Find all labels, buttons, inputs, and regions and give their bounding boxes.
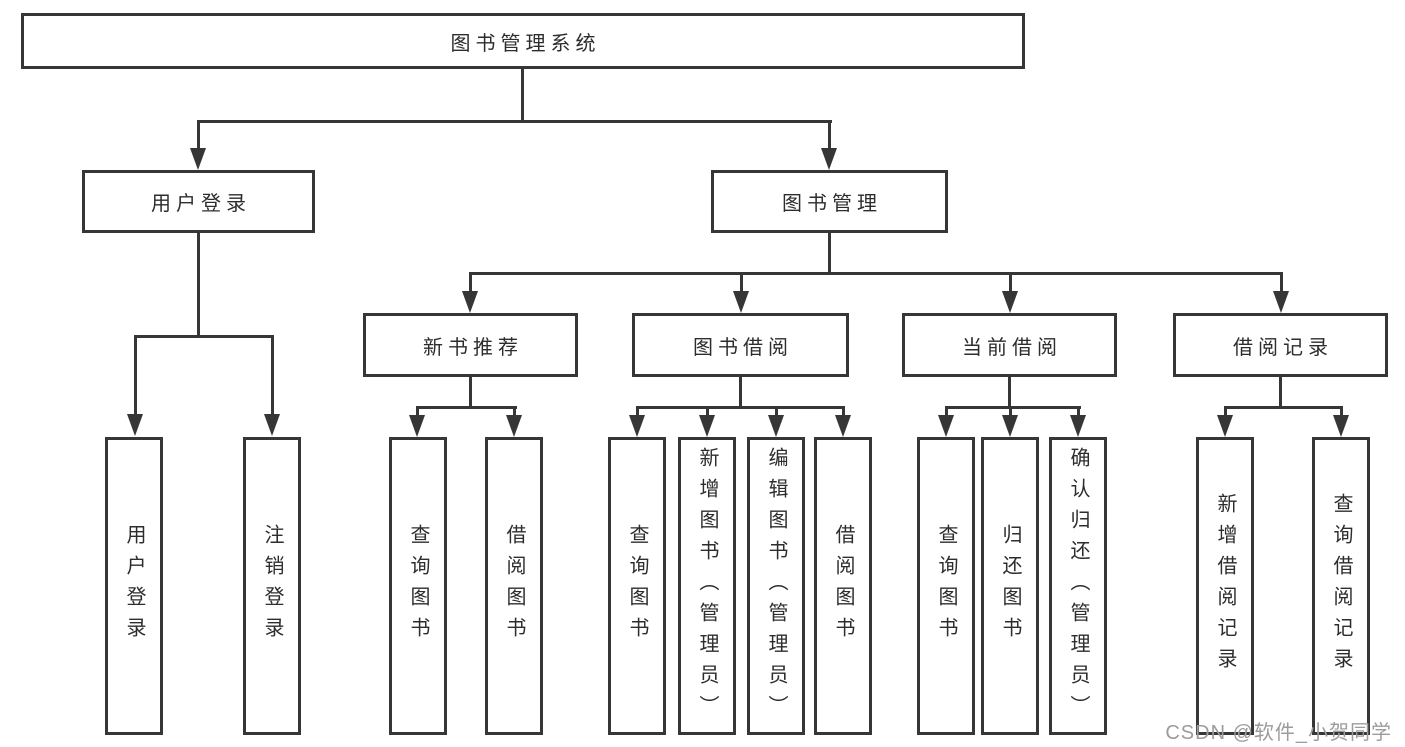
connector-drop-query-books-recommend	[416, 406, 419, 418]
connector-root-bar	[197, 120, 832, 123]
connector-drop-query-books-borrow	[636, 406, 639, 418]
connector-borrow-records-stem	[1279, 377, 1282, 409]
connector-drop-add-books	[706, 406, 709, 418]
connector-new-book-bar	[416, 406, 517, 409]
arrowhead-borrow-books-icon	[835, 415, 851, 437]
leaf-query-books-borrow-label: 查询图书	[626, 524, 648, 648]
node-current-borrow-label: 当前借阅	[962, 336, 1062, 359]
connector-drop-user-login	[197, 120, 200, 150]
connector-drop-borrow-books	[842, 406, 845, 418]
leaf-add-books-admin-label: 新增图书（管理员）	[696, 446, 718, 726]
leaf-borrow-books-recommend: 借阅图书	[485, 437, 543, 735]
arrowhead-leaf-logout-icon	[264, 414, 280, 436]
leaf-edit-books-admin-label: 编辑图书（管理员）	[765, 446, 787, 726]
connector-book-borrow-bar	[636, 406, 845, 409]
leaf-confirm-return-admin-label: 确认归还（管理员）	[1067, 446, 1089, 726]
connector-drop-leaf-user-login	[134, 335, 137, 417]
connector-root-stem	[521, 69, 524, 122]
arrowhead-query-borrow-record-icon	[1333, 415, 1349, 437]
leaf-add-books-admin: 新增图书（管理员）	[678, 437, 736, 735]
leaf-query-books-recommend: 查询图书	[389, 437, 447, 735]
connector-new-book-stem	[469, 377, 472, 409]
leaf-borrow-books-recommend-label: 借阅图书	[503, 524, 525, 648]
connector-current-borrow-bar	[945, 406, 1081, 409]
connector-drop-book-management	[828, 120, 831, 150]
connector-book-management-stem	[828, 233, 831, 275]
leaf-logout: 注销登录	[243, 437, 301, 735]
arrowhead-book-borrow-icon	[733, 291, 749, 313]
node-borrow-records-label: 借阅记录	[1233, 336, 1333, 359]
connector-drop-borrow-records	[1280, 272, 1283, 294]
watermark: CSDN @软件_小贺同学	[1165, 722, 1392, 744]
leaf-edit-books-admin: 编辑图书（管理员）	[747, 437, 805, 735]
arrowhead-query-books-borrow-icon	[629, 415, 645, 437]
connector-drop-current-borrow	[1009, 272, 1012, 294]
leaf-user-login-label: 用户登录	[123, 524, 145, 648]
connector-book-borrow-stem	[739, 377, 742, 409]
node-current-borrow: 当前借阅	[902, 313, 1117, 377]
arrowhead-confirm-return-icon	[1070, 415, 1086, 437]
leaf-return-books: 归还图书	[981, 437, 1039, 735]
leaf-borrow-books-label: 借阅图书	[832, 524, 854, 648]
leaf-query-books-borrow: 查询图书	[608, 437, 666, 735]
arrowhead-add-borrow-record-icon	[1217, 415, 1233, 437]
node-user-login-label: 用户登录	[151, 193, 251, 215]
node-root: 图书管理系统	[21, 13, 1025, 69]
arrowhead-return-books-icon	[1002, 415, 1018, 437]
leaf-query-borrow-record: 查询借阅记录	[1312, 437, 1370, 735]
arrowhead-book-management-icon	[821, 148, 837, 170]
leaf-confirm-return-admin: 确认归还（管理员）	[1049, 437, 1107, 735]
arrowhead-add-books-icon	[699, 415, 715, 437]
arrowhead-new-book-recommend-icon	[462, 291, 478, 313]
arrowhead-query-books-recommend-icon	[409, 415, 425, 437]
arrowhead-edit-books-icon	[768, 415, 784, 437]
leaf-add-borrow-record: 新增借阅记录	[1196, 437, 1254, 735]
connector-borrow-records-bar	[1224, 406, 1343, 409]
leaf-query-books-current-label: 查询图书	[935, 524, 957, 648]
node-book-management: 图书管理	[711, 170, 948, 233]
leaf-logout-label: 注销登录	[261, 524, 283, 648]
leaf-return-books-label: 归还图书	[999, 524, 1021, 648]
leaf-add-borrow-record-label: 新增借阅记录	[1214, 493, 1236, 679]
connector-drop-add-borrow-record	[1224, 406, 1227, 418]
connector-drop-book-borrow	[740, 272, 743, 294]
leaf-query-borrow-record-label: 查询借阅记录	[1330, 493, 1352, 679]
leaf-user-login: 用户登录	[105, 437, 163, 735]
arrowhead-leaf-user-login-icon	[127, 414, 143, 436]
connector-drop-new-book-recommend	[469, 272, 472, 294]
connector-drop-edit-books	[775, 406, 778, 418]
connector-drop-query-books-current	[945, 406, 948, 418]
connector-current-borrow-stem	[1008, 377, 1011, 409]
node-new-book-recommend-label: 新书推荐	[423, 336, 523, 359]
leaf-query-books-recommend-label: 查询图书	[407, 524, 429, 648]
arrowhead-query-books-current-icon	[938, 415, 954, 437]
node-new-book-recommend: 新书推荐	[363, 313, 578, 377]
arrowhead-borrow-books-recommend-icon	[506, 415, 522, 437]
connector-drop-return-books	[1009, 406, 1012, 418]
connector-drop-leaf-logout	[271, 335, 274, 417]
connector-book-management-bar	[469, 272, 1283, 275]
arrowhead-borrow-records-icon	[1273, 291, 1289, 313]
connector-drop-confirm-return	[1077, 406, 1080, 418]
connector-user-login-bar	[134, 335, 274, 338]
node-book-borrow-label: 图书借阅	[693, 336, 793, 359]
arrowhead-user-login-icon	[190, 148, 206, 170]
node-book-management-label: 图书管理	[782, 193, 882, 215]
node-user-login: 用户登录	[82, 170, 315, 233]
connector-drop-query-borrow-record	[1340, 406, 1343, 418]
node-borrow-records: 借阅记录	[1173, 313, 1388, 377]
node-root-label: 图书管理系统	[450, 32, 601, 55]
node-book-borrow: 图书借阅	[632, 313, 849, 377]
connector-user-login-stem	[197, 233, 200, 338]
leaf-query-books-current: 查询图书	[917, 437, 975, 735]
arrowhead-current-borrow-icon	[1002, 291, 1018, 313]
connector-drop-borrow-books-recommend	[513, 406, 516, 418]
leaf-borrow-books: 借阅图书	[814, 437, 872, 735]
